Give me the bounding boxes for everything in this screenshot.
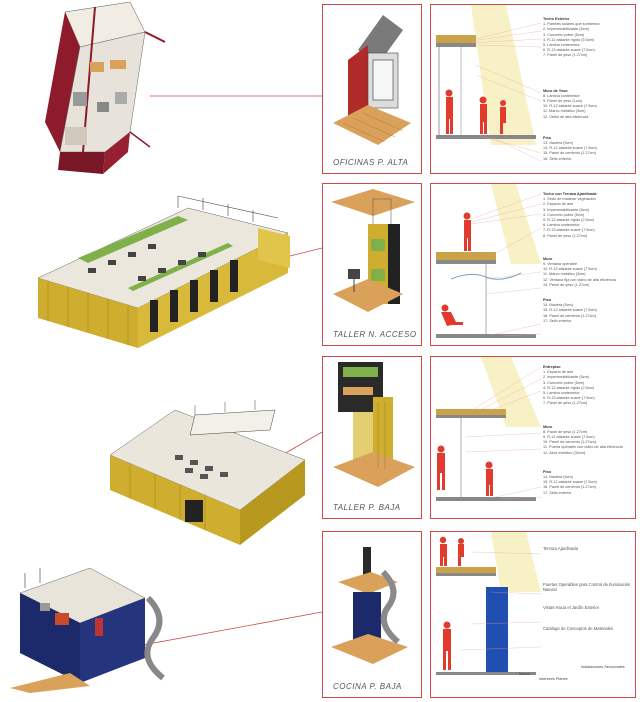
notes-cocina: Terraza Ajardinada Puertas Operables par… (543, 546, 631, 632)
cocina-model (10, 568, 165, 693)
panel-taller-baja: TALLER P. BAJA (322, 356, 422, 519)
panel-label: TALLER P. BAJA (333, 503, 401, 512)
detail-taller-acceso-drawing (436, 184, 541, 338)
caption-muros: Muros (519, 672, 530, 676)
detail-taller-acceso: Techo con Terraza Ajardinada 1. Sedo de … (430, 183, 636, 346)
oficinas-model (45, 2, 166, 174)
detail-taller-baja: Entrepiso 1. Espacio de aire 2. Impermea… (430, 356, 636, 519)
notes-oficinas: Techo Exterior 1. Paneles solares que so… (543, 17, 600, 161)
taller-acceso-section (331, 189, 415, 312)
detail-oficinas: Techo Exterior 1. Paneles solares que so… (430, 4, 636, 174)
detail-taller-baja-drawing (436, 357, 541, 501)
panel-label: TALLER N. ACCESO (333, 330, 417, 339)
oficinas-section (333, 15, 411, 145)
panel-label: COCINA P. BAJA (333, 682, 402, 691)
panel-oficinas: OFICINAS P. ALTA (322, 4, 422, 174)
detail-cocina-drawing (436, 532, 541, 675)
cocina-section (331, 547, 408, 664)
caption-interiores: Interiores Planes (539, 677, 568, 681)
taller-acceso-model (37, 195, 290, 348)
panel-taller-acceso: TALLER N. ACCESO (322, 183, 422, 346)
detail-oficinas-drawing (436, 5, 541, 162)
panel-cocina: COCINA P. BAJA (322, 531, 422, 698)
taller-baja-model (109, 400, 306, 545)
detail-cocina: Terraza Ajardinada Puertas Operables par… (430, 531, 636, 698)
notes-taller-acceso: Techo con Terraza Ajardinada 1. Sedo de … (543, 192, 616, 323)
notes-taller-baja: Entrepiso 1. Espacio de aire 2. Impermea… (543, 365, 623, 495)
caption-instalaciones: Instalaciones Seccionales (581, 665, 625, 669)
panel-label: OFICINAS P. ALTA (333, 158, 409, 167)
taller-baja-section (333, 362, 415, 487)
